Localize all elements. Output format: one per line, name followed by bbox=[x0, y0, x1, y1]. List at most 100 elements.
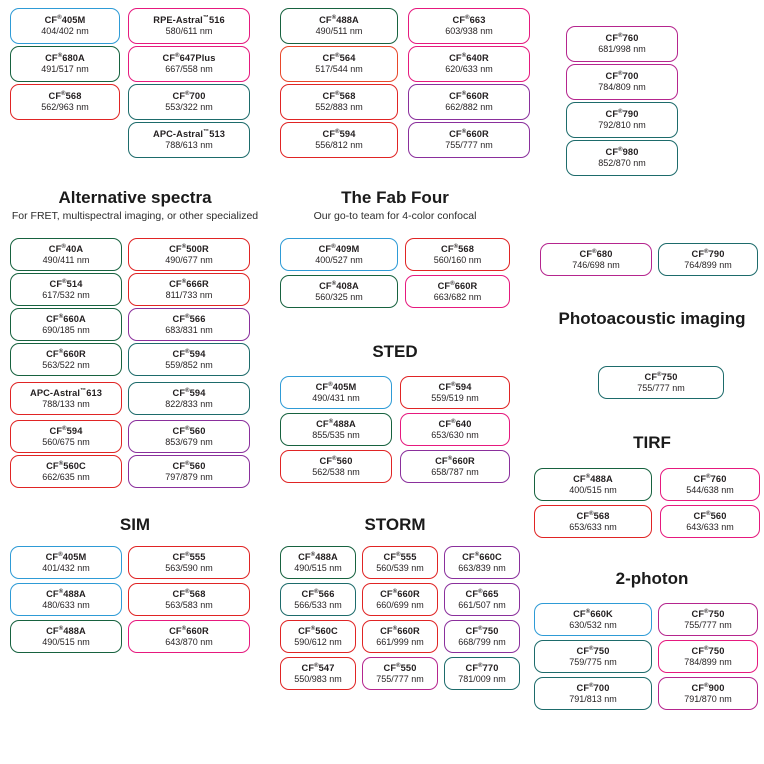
dye-number: 660R bbox=[63, 348, 86, 359]
dye-ex-em-spec: 662/635 nm bbox=[42, 471, 90, 482]
trademark-mark: ® bbox=[478, 625, 483, 632]
dye-brand: CF bbox=[576, 645, 590, 656]
trademark-mark: ® bbox=[704, 248, 709, 255]
dye-brand: CF bbox=[605, 109, 619, 120]
dye-ex-em-spec: 566/533 nm bbox=[294, 599, 342, 610]
dye-name: CF®566 bbox=[302, 589, 335, 600]
dye-name: CF®647Plus bbox=[163, 53, 216, 64]
dye-brand: CF bbox=[172, 387, 186, 398]
dye-number: 500R bbox=[186, 243, 209, 254]
dye-name: CF®560 bbox=[173, 461, 206, 472]
dye-name: CF®594 bbox=[173, 349, 206, 360]
dye-name: CF®980 bbox=[606, 147, 639, 158]
dye-number: 980 bbox=[622, 147, 639, 158]
dye-brand: CF bbox=[48, 243, 62, 254]
trademark-mark: ® bbox=[451, 381, 456, 388]
dye-brand: CF bbox=[298, 551, 311, 562]
dye-name: CF®555 bbox=[173, 552, 206, 563]
dye-name: CF®680A bbox=[45, 53, 85, 64]
dye-number: 405M bbox=[61, 15, 86, 26]
dye-name: CF®770 bbox=[466, 663, 499, 674]
dye-number: 660R bbox=[466, 91, 489, 102]
dye-number: 488A bbox=[590, 473, 613, 484]
trademark-mark: ® bbox=[58, 588, 64, 595]
dye-brand: CF bbox=[452, 15, 466, 26]
